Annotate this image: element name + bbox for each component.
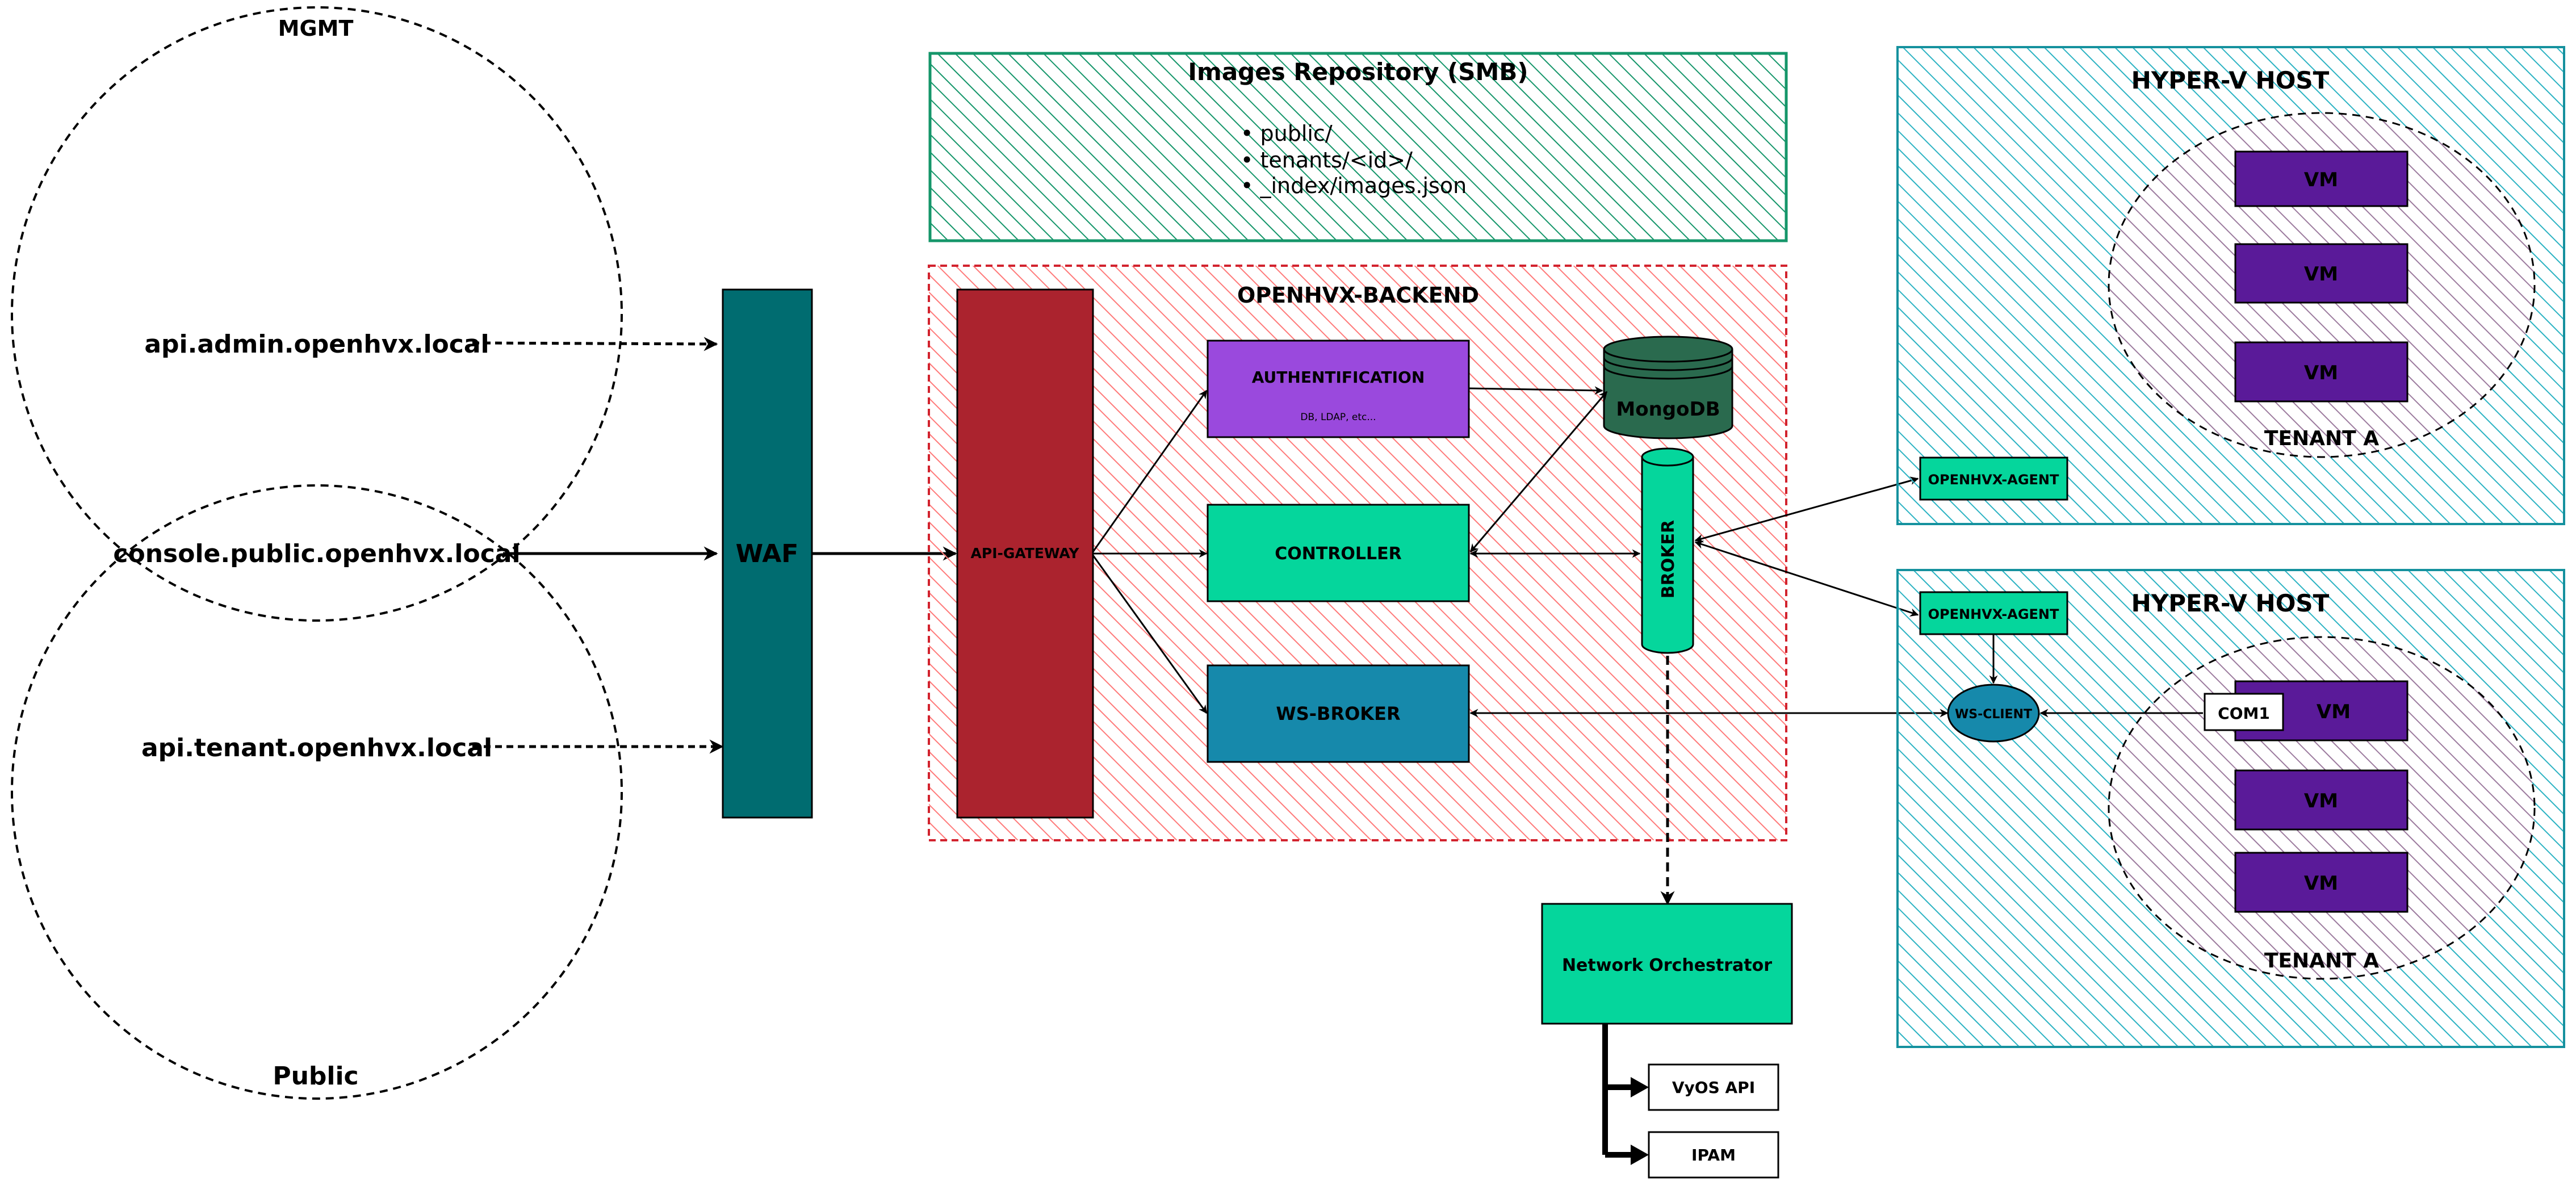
controller-label: CONTROLLER bbox=[1275, 544, 1402, 564]
authentification-sublabel: DB, LDAP, etc... bbox=[1300, 412, 1376, 423]
vm-label: VM bbox=[2304, 263, 2338, 286]
repo-item: • tenants/<id>/ bbox=[1241, 148, 1413, 173]
mongodb-label: MongoDB bbox=[1616, 398, 1720, 421]
api-gateway-block bbox=[956, 288, 1094, 819]
vm-label: VM bbox=[2304, 169, 2338, 191]
vyos-api-label: VyOS API bbox=[1672, 1078, 1755, 1097]
broker-label: BROKER bbox=[1658, 520, 1678, 598]
gateway-to-auth-arrow bbox=[1092, 389, 1208, 552]
ws-client-label: WS-CLIENT bbox=[1955, 707, 2032, 722]
network-orchestrator-block bbox=[1541, 903, 1793, 1025]
host2-agent-label: OPENHVX-AGENT bbox=[1928, 606, 2059, 622]
vm-block bbox=[2234, 341, 2409, 403]
vm-label: VM bbox=[2304, 790, 2338, 812]
domain-tenant: api.tenant.openhvx.local bbox=[141, 734, 492, 762]
gateway-to-wsbroker-arrow bbox=[1092, 555, 1208, 714]
domain-console: console.public.openhvx.local bbox=[113, 539, 520, 568]
authentification-label: AUTHENTIFICATION bbox=[1252, 368, 1425, 387]
vm-block bbox=[2234, 150, 2409, 207]
repo-item: • public/ bbox=[1241, 121, 1333, 146]
backend-title: OPENHVX-BACKEND bbox=[1237, 283, 1479, 308]
controller-block bbox=[1207, 504, 1470, 602]
host1-tenant-label: TENANT A bbox=[2264, 427, 2379, 450]
host1-agent-label: OPENHVX-AGENT bbox=[1928, 472, 2059, 488]
ws-client-node bbox=[1947, 684, 2040, 743]
host2-title: HYPER-V HOST bbox=[2131, 589, 2330, 617]
admin-to-waf-arrow bbox=[472, 337, 718, 351]
api-gateway-label: API-GATEWAY bbox=[971, 545, 1080, 562]
ipam-block bbox=[1648, 1131, 1779, 1179]
orchestrator-connector-line bbox=[1602, 1024, 1635, 1158]
vm-block bbox=[2234, 769, 2409, 831]
controller-mongodb-arrow bbox=[1469, 391, 1608, 553]
mgmt-zone bbox=[11, 6, 623, 622]
ws-broker-block bbox=[1207, 664, 1470, 763]
ws-broker-label: WS-BROKER bbox=[1276, 703, 1400, 724]
network-orchestrator-label: Network Orchestrator bbox=[1562, 956, 1772, 975]
public-zone bbox=[11, 484, 623, 1100]
com1-label: COM1 bbox=[2218, 704, 2270, 723]
images-repository bbox=[928, 52, 1788, 242]
vm-block bbox=[2234, 243, 2409, 304]
vm-label: VM bbox=[2304, 362, 2338, 384]
mongodb-database bbox=[1603, 336, 1733, 439]
vm-block bbox=[2234, 852, 2409, 913]
public-zone-label: Public bbox=[273, 1062, 358, 1091]
host2-tenant-label: TENANT A bbox=[2264, 949, 2379, 973]
broker-queue bbox=[1641, 447, 1694, 654]
waf-label: WAF bbox=[736, 539, 799, 568]
vm-label: VM bbox=[2317, 701, 2351, 723]
ipam-label: IPAM bbox=[1691, 1146, 1736, 1164]
com1-port bbox=[2204, 693, 2284, 731]
ipam-arrowhead bbox=[1631, 1145, 1649, 1165]
broker-agent2-arrow bbox=[1694, 540, 1919, 617]
auth-to-mongodb-arrow bbox=[1468, 386, 1603, 395]
vyos-arrowhead bbox=[1631, 1077, 1649, 1097]
broker-agent1-arrow bbox=[1694, 476, 1919, 543]
domain-admin: api.admin.openhvx.local bbox=[144, 330, 489, 359]
vm-label: VM bbox=[2304, 872, 2338, 895]
authentification-block bbox=[1207, 340, 1470, 438]
host1-agent-block bbox=[1919, 456, 2068, 501]
repo-item: • _index/images.json bbox=[1241, 173, 1467, 198]
mgmt-zone-label: MGMT bbox=[278, 16, 354, 41]
repo-title: Images Repository (SMB) bbox=[1188, 58, 1528, 86]
host1-title: HYPER-V HOST bbox=[2131, 66, 2330, 94]
vyos-api-block bbox=[1648, 1063, 1779, 1111]
